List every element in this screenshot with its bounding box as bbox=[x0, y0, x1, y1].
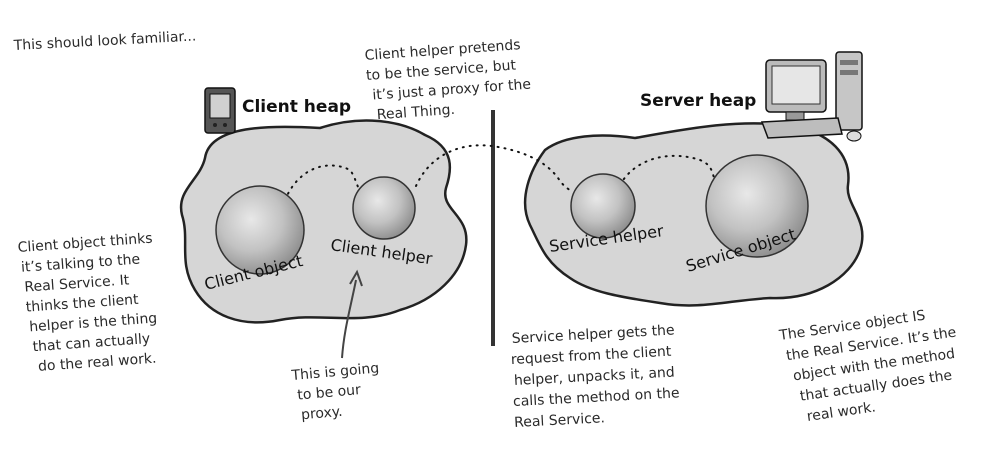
note-proxy-pretends: Client helper pretends to be the service… bbox=[364, 36, 537, 124]
client-heap-title: Client heap bbox=[242, 97, 351, 117]
note-service-object-is: The Service object IS the Real Service. … bbox=[777, 303, 970, 427]
server-heap-title: Server heap bbox=[640, 91, 756, 111]
connector-service-helper-to-object bbox=[619, 154, 715, 186]
proxy-pointer-arrow bbox=[341, 269, 363, 359]
desktop-computer-icon bbox=[760, 51, 863, 142]
note-client-object-thinks: Client object thinks it’s talking to the… bbox=[17, 230, 166, 375]
pda-icon bbox=[204, 87, 236, 134]
connector-client-to-service-helper bbox=[415, 144, 571, 191]
note-service-helper-gets: Service helper gets the request from the… bbox=[509, 322, 685, 431]
client-helper-sphere bbox=[352, 176, 416, 240]
client-object-sphere bbox=[215, 185, 305, 275]
note-going-to-be-proxy: This is going to be our proxy. bbox=[290, 360, 388, 424]
service-object-sphere bbox=[705, 154, 809, 258]
intro-text: This should look familiar... bbox=[12, 28, 196, 54]
service-helper-sphere bbox=[570, 173, 636, 239]
